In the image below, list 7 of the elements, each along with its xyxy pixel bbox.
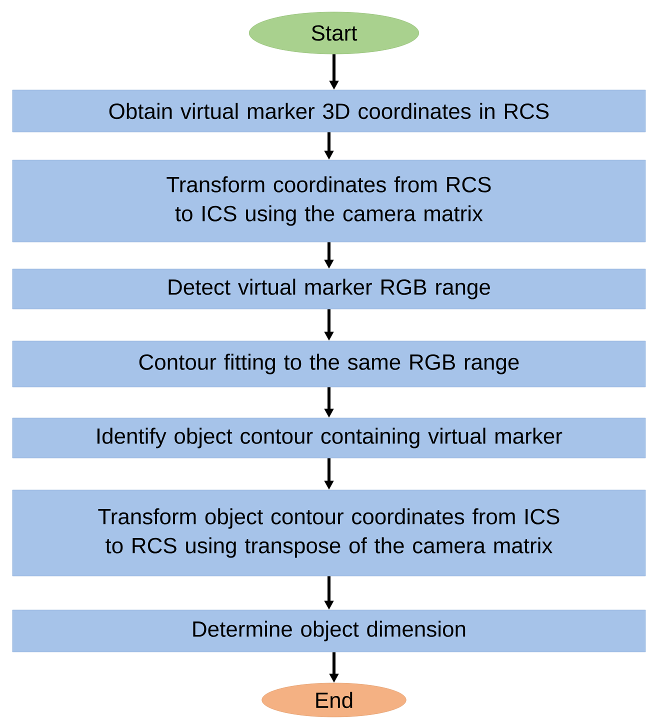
process-box: Obtain virtual marker 3D coordinates in RCS [12, 90, 646, 132]
process-box: Transform object contour coordinates from ICS to RCS using transpose of the camera matrix [12, 490, 646, 576]
process-box: Identify object contour containing virtual marker [12, 418, 646, 458]
process-box: Transform coordinates from RCS to ICS using the camera matrix [12, 160, 646, 242]
process-box: Detect virtual marker RGB range [12, 268, 646, 310]
process-box: Contour fitting to the same RGB range [12, 340, 646, 388]
process-box: Determine object dimension [12, 610, 646, 652]
